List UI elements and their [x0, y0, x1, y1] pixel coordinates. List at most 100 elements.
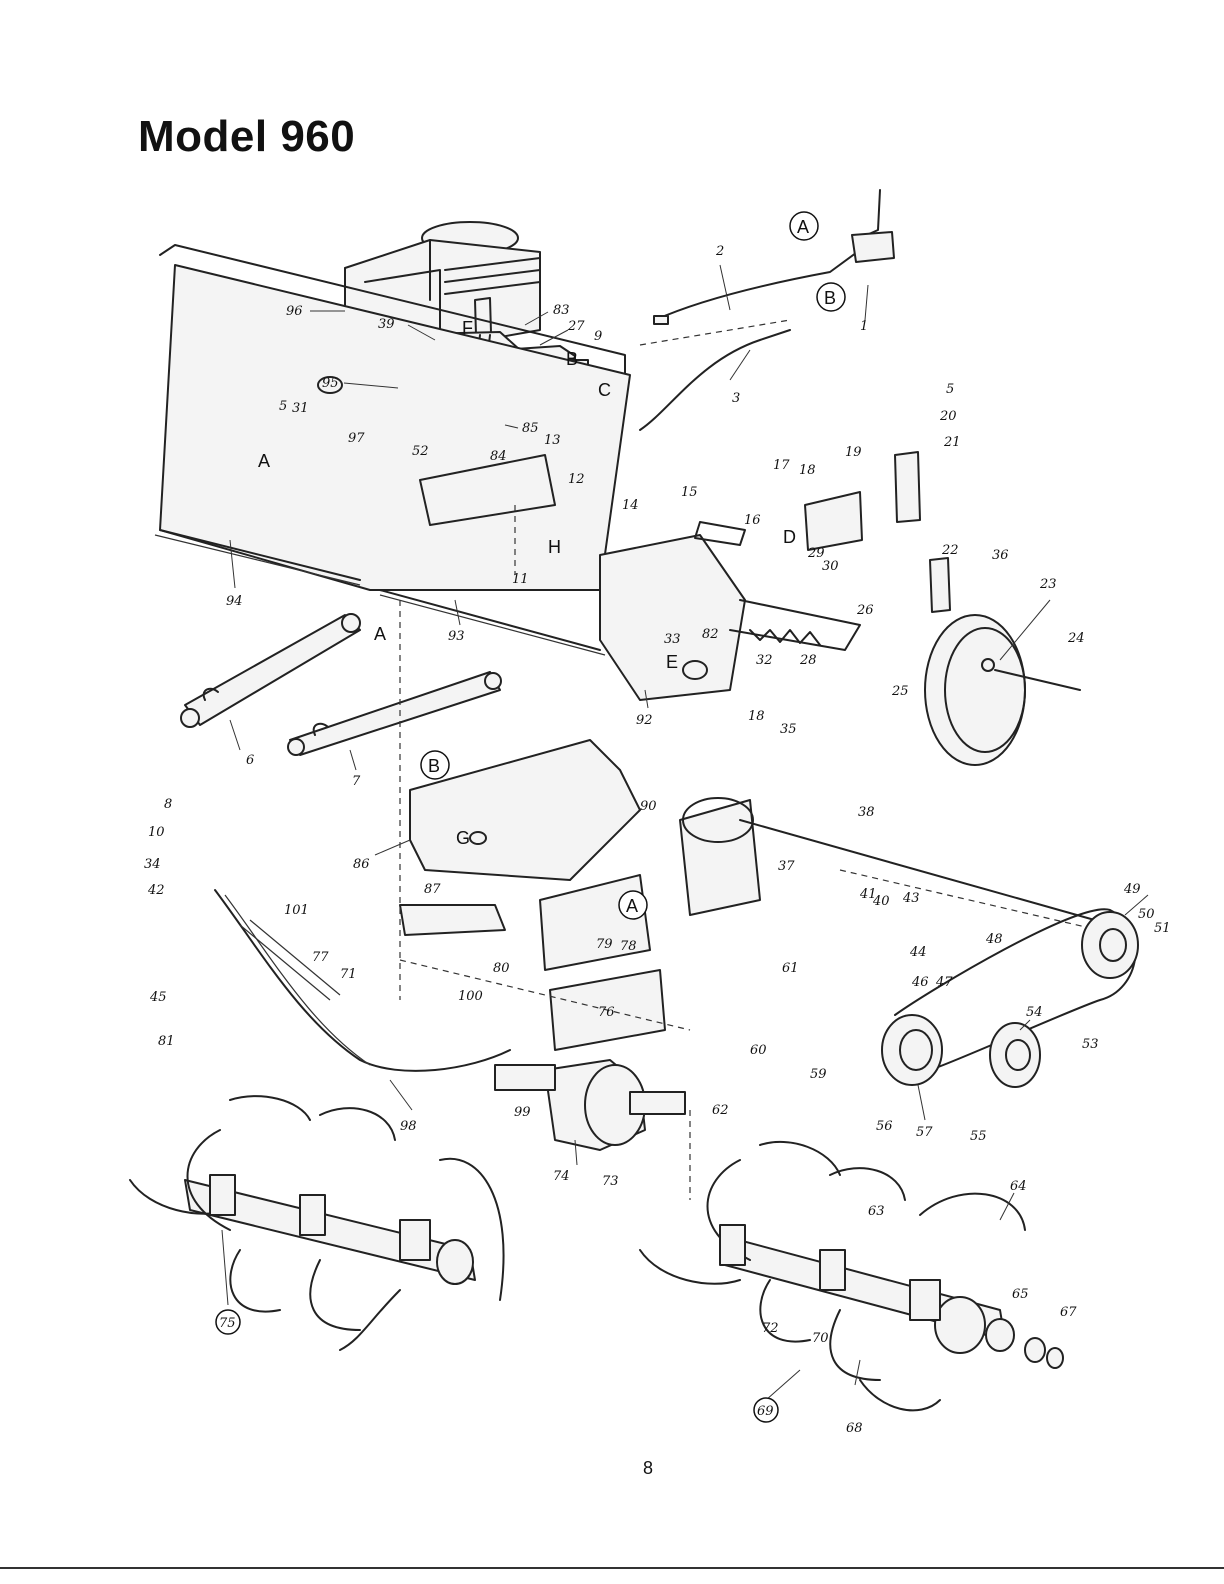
callout-label: 24	[1067, 631, 1085, 646]
callout-label: C	[598, 380, 611, 400]
tine-shield-assembly	[154, 244, 861, 701]
callout-label: 100	[458, 989, 483, 1004]
callout-label: 43	[902, 891, 920, 906]
callout-label: 5	[279, 399, 287, 414]
callout-label: 79	[596, 937, 613, 952]
callout-label: F	[462, 318, 473, 338]
callout-labels: 96 39 F 83 27 9 B C 95 85 13 5 31 A 97 5…	[144, 244, 1171, 1436]
callout-label: 1	[860, 319, 868, 334]
callout-label: 14	[622, 498, 639, 513]
callout-label: 20	[939, 409, 957, 424]
circled-ref: A	[797, 217, 809, 237]
callout-label: 74	[553, 1169, 570, 1184]
callout-label: 90	[640, 799, 657, 814]
callout-label: E	[666, 652, 678, 672]
callout-label: 25	[891, 684, 909, 699]
callout-label: 96	[286, 304, 303, 319]
callout-label: 13	[544, 433, 561, 448]
callout-label: 23	[1039, 577, 1057, 592]
callout-label: 37	[778, 859, 795, 874]
callout-label: 27	[567, 319, 585, 334]
callout-label: 76	[598, 1005, 615, 1020]
callout-label: 54	[1026, 1005, 1043, 1020]
callout-label: 36	[992, 548, 1009, 563]
transmission-housing	[494, 1059, 686, 1151]
callout-label: 47	[935, 975, 953, 990]
callout-label: 61	[782, 961, 799, 976]
callout-label: 60	[750, 1043, 767, 1058]
circled-ref: B	[428, 756, 440, 776]
callout-label: 41	[859, 887, 877, 902]
callout-label: 8	[164, 797, 172, 812]
bottom-rule	[0, 1567, 1224, 1569]
callout-label: 34	[144, 857, 161, 872]
callout-label: 95	[322, 376, 339, 391]
depth-wheel-assembly	[804, 451, 1081, 766]
callout-label: 12	[568, 472, 585, 487]
callout-label: 5	[946, 382, 954, 397]
callout-label: 51	[1154, 921, 1171, 936]
callout-label: 85	[522, 421, 539, 436]
callout-label: 52	[412, 444, 429, 459]
callout-label: 46	[911, 975, 929, 990]
circled-part: 69	[757, 1404, 774, 1419]
callout-label: 84	[490, 449, 507, 464]
callout-label: 35	[780, 722, 797, 737]
page-number: 8	[643, 1458, 654, 1478]
callout-label: 18	[799, 463, 816, 478]
circled-ref: A	[626, 896, 638, 916]
callout-label: 93	[448, 629, 465, 644]
callout-label: 70	[812, 1331, 829, 1346]
callout-label: 48	[985, 932, 1003, 947]
callout-label: 78	[620, 939, 637, 954]
callout-label: 31	[292, 401, 309, 416]
callout-label: A	[374, 624, 386, 644]
callout-label: 2	[715, 244, 724, 259]
callout-label: 73	[602, 1174, 619, 1189]
callout-label: 72	[762, 1321, 779, 1336]
callout-label: 65	[1012, 1287, 1029, 1302]
callout-label: H	[548, 537, 561, 557]
callout-label: 40	[872, 894, 890, 909]
callout-label: 44	[909, 945, 927, 960]
callout-label: 49	[1123, 882, 1141, 897]
callout-label: 92	[636, 713, 653, 728]
callout-label: 99	[514, 1105, 531, 1120]
callout-label: 16	[744, 513, 761, 528]
callout-label: 26	[856, 603, 874, 618]
callout-label: 81	[158, 1034, 175, 1049]
callout-label: 17	[773, 458, 790, 473]
callout-label: 57	[916, 1125, 933, 1140]
callout-label: 94	[226, 594, 243, 609]
callout-label: 77	[312, 950, 329, 965]
callout-label: 83	[553, 303, 570, 318]
callout-label: 87	[424, 882, 441, 897]
hitch-bars	[180, 613, 502, 756]
drive-chain	[214, 889, 511, 1072]
assembly-guide-lines	[399, 505, 691, 1200]
callout-label: 71	[340, 967, 357, 982]
callout-label: 7	[352, 774, 361, 789]
left-tine-assembly	[129, 1095, 505, 1351]
callout-label: 59	[810, 1067, 827, 1082]
callout-label: 39	[378, 317, 395, 332]
callout-label: 19	[845, 445, 862, 460]
belt-and-pulleys	[881, 908, 1139, 1088]
callout-label: 82	[702, 627, 719, 642]
circled-reference-letters: A B B A	[420, 211, 846, 920]
right-tine-assembly	[639, 1140, 1064, 1412]
callout-label: 30	[822, 559, 839, 574]
callout-label: 63	[868, 1204, 885, 1219]
callout-label: 97	[348, 431, 365, 446]
callout-label: G	[456, 828, 470, 848]
callout-label: 101	[284, 903, 309, 918]
circled-ref: B	[824, 288, 836, 308]
callout-label: 22	[941, 543, 959, 558]
callout-label: 11	[512, 572, 529, 587]
callout-label: 68	[846, 1421, 863, 1436]
callout-label: 56	[876, 1119, 893, 1134]
callout-label: 32	[756, 653, 773, 668]
callout-label: 10	[148, 825, 165, 840]
callout-label: 18	[748, 709, 765, 724]
